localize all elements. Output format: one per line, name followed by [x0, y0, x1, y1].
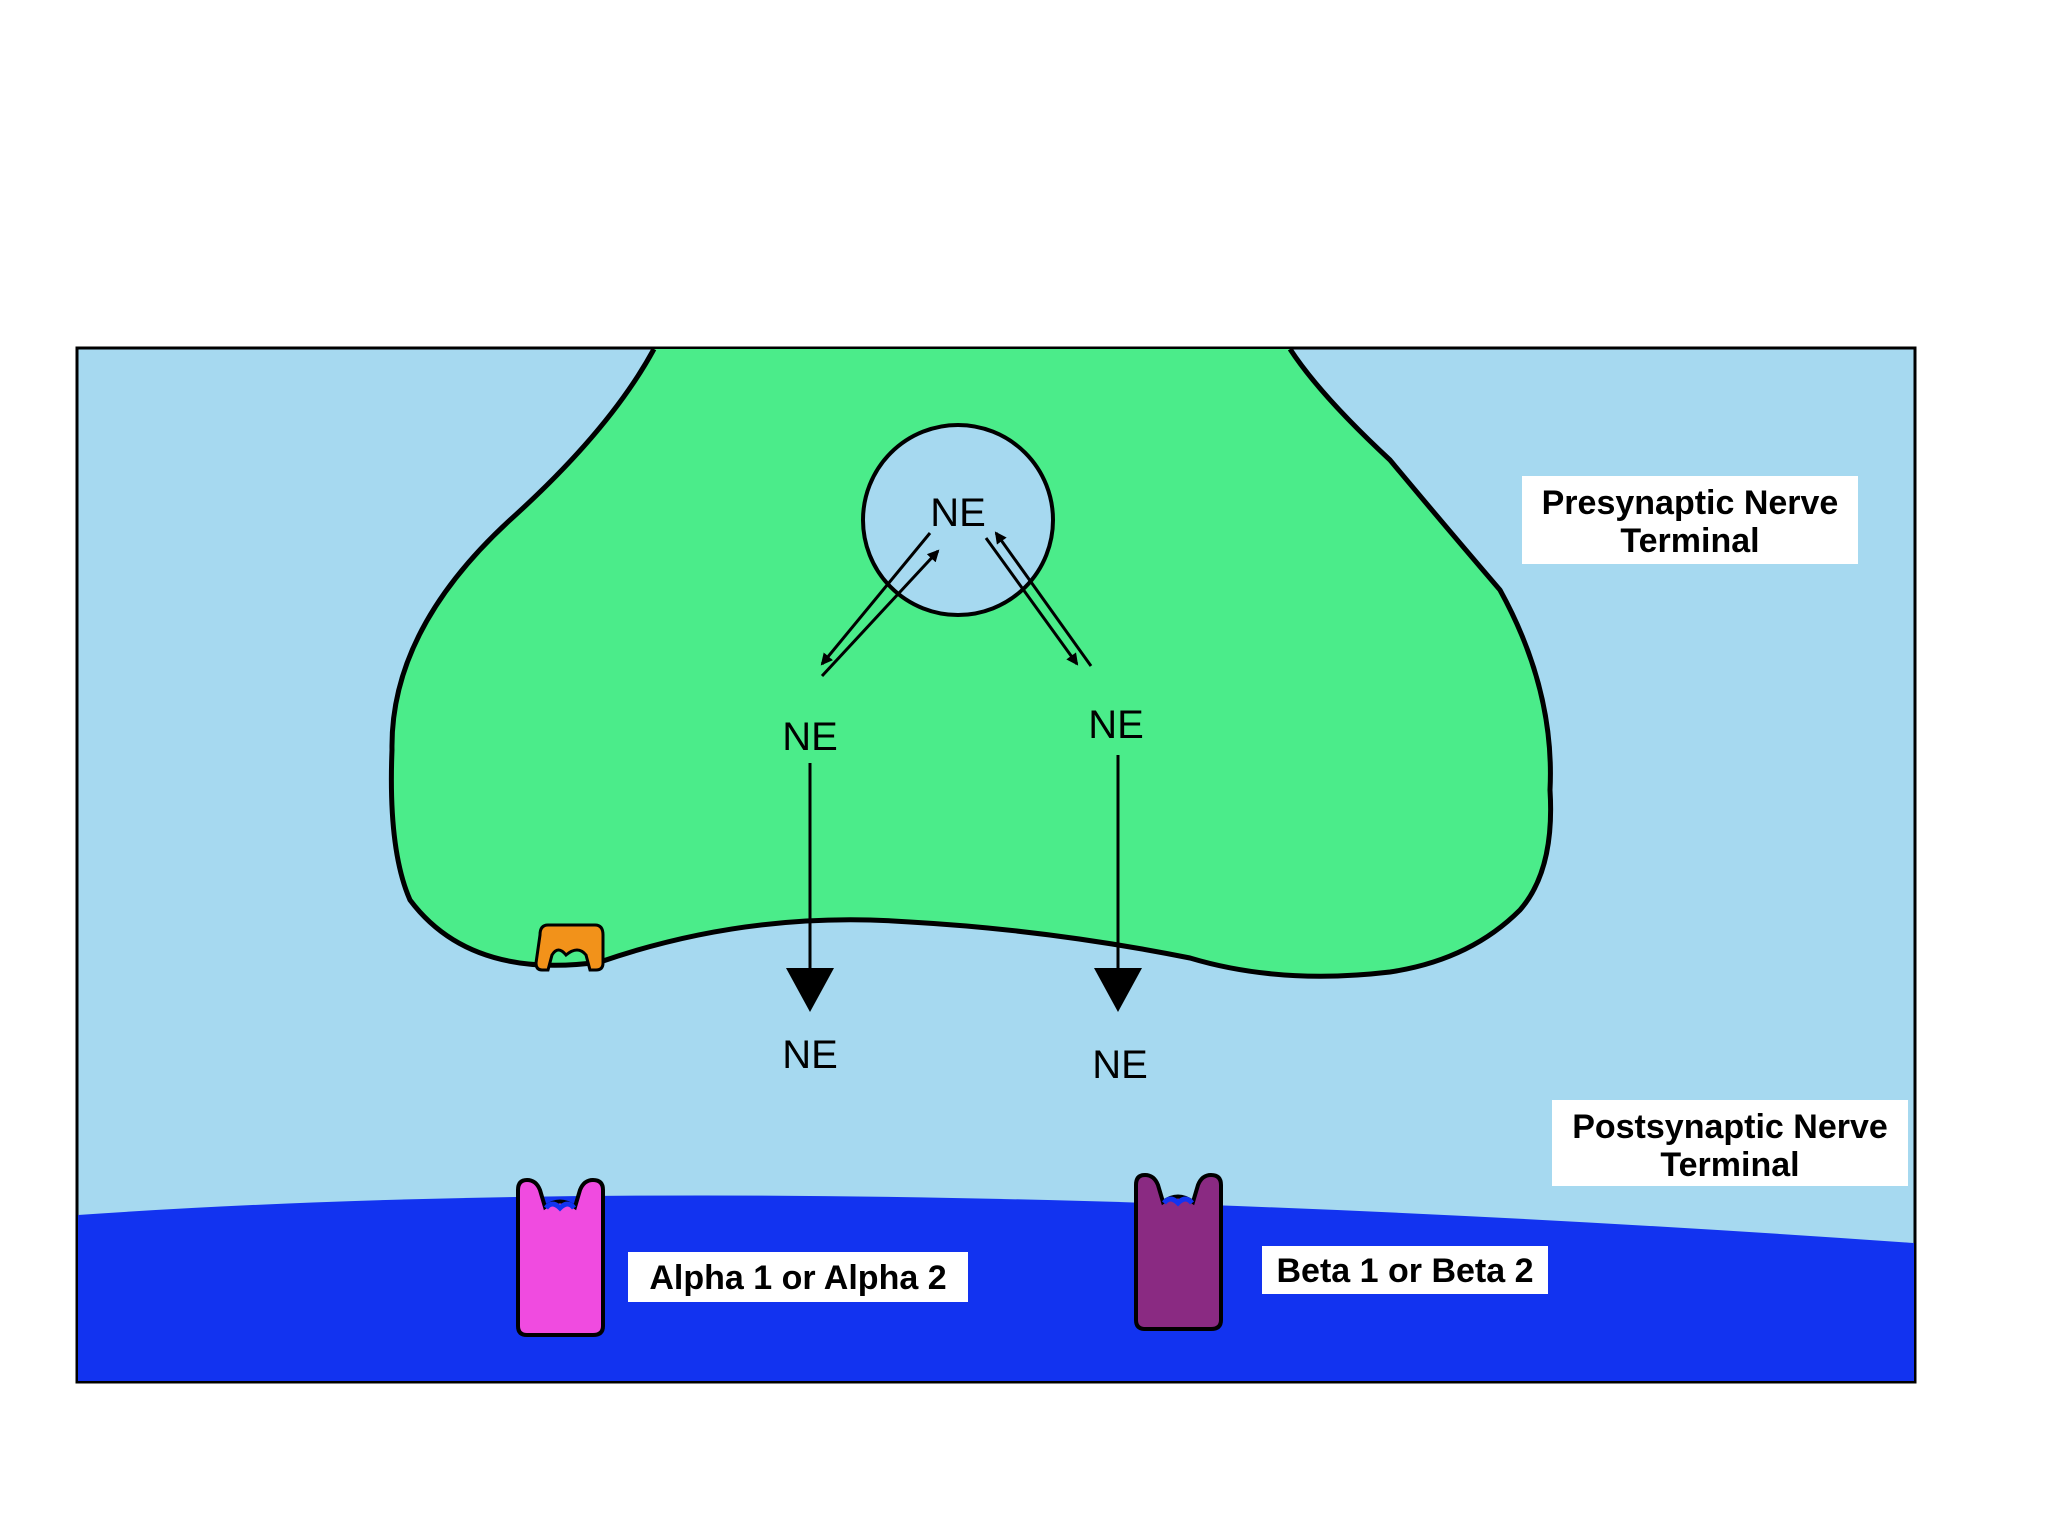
ne-right-cytoplasm-label: NE: [1088, 703, 1144, 747]
arrowhead-left-release: [786, 968, 834, 1012]
alpha-receptor: [516, 1177, 605, 1337]
arrow-left-ne-to-vesicle: [820, 549, 940, 678]
svg-text:Beta 1 or Beta 2: Beta 1 or Beta 2: [1277, 1252, 1534, 1290]
svg-text:Postsynaptic Nerve: Postsynaptic Nerve: [1572, 1108, 1888, 1146]
arrow-right-ne-to-vesicle: [994, 531, 1093, 667]
ne-right-cleft-label: NE: [1092, 1043, 1148, 1087]
beta-receptor: [1134, 1172, 1223, 1331]
ne-vesicle-label: NE: [930, 491, 986, 535]
svg-text:Terminal: Terminal: [1620, 522, 1759, 560]
arrow-vesicle-to-right-ne: [984, 537, 1079, 666]
postsynaptic-label: Postsynaptic Nerve Terminal: [1552, 1100, 1908, 1186]
arrowhead-right-release: [1094, 968, 1142, 1012]
autoreceptor: [534, 923, 605, 972]
ne-left-cytoplasm-label: NE: [782, 715, 838, 759]
svg-text:Alpha 1 or Alpha 2: Alpha 1 or Alpha 2: [649, 1259, 946, 1297]
presynaptic-terminal: [388, 347, 1554, 979]
alpha-receptor-label: Alpha 1 or Alpha 2: [628, 1252, 968, 1302]
ne-left-cleft-label: NE: [782, 1033, 838, 1077]
beta-receptor-label: Beta 1 or Beta 2: [1262, 1246, 1548, 1294]
svg-text:Terminal: Terminal: [1660, 1146, 1799, 1184]
presynaptic-label: Presynaptic Nerve Terminal: [1522, 476, 1858, 564]
svg-text:Presynaptic Nerve: Presynaptic Nerve: [1542, 484, 1839, 522]
arrow-vesicle-to-left-ne: [820, 532, 932, 666]
